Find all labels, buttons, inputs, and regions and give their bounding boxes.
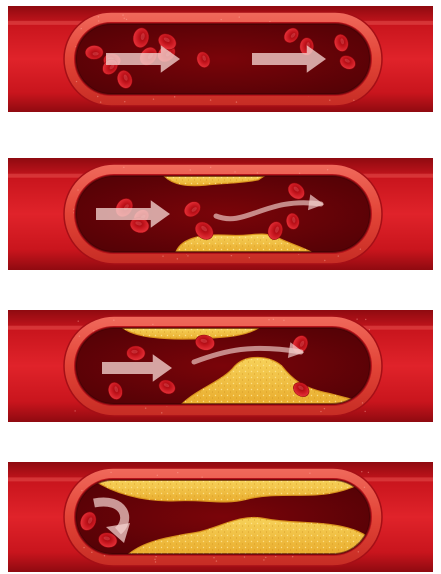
vessel-lumen — [74, 174, 372, 254]
vessel-severe-plaque — [8, 462, 433, 572]
vessel-lumen — [74, 478, 372, 556]
vessel-lumen — [74, 326, 372, 406]
vessel-lumen — [74, 22, 372, 96]
vessel-mild-plaque — [8, 158, 433, 270]
vessel-stages — [8, 6, 433, 572]
blood-cell — [127, 346, 146, 361]
vessel-moderate-plaque — [8, 310, 433, 422]
vessel-normal-flow — [8, 6, 433, 112]
blood-cell — [85, 45, 103, 59]
